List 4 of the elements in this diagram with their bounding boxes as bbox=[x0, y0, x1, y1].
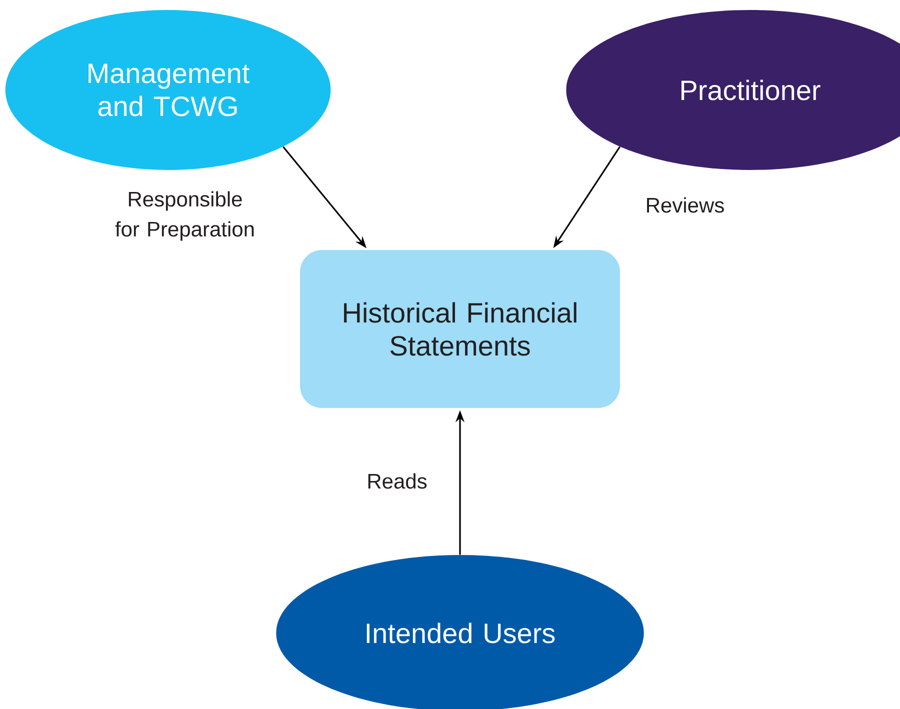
edge-label: Reads bbox=[368, 473, 427, 489]
edge-label: Responsible for Preparation bbox=[115, 191, 254, 241]
edge-label: Reviews bbox=[647, 197, 724, 213]
document-box: Historical Financial Statements bbox=[300, 250, 620, 408]
